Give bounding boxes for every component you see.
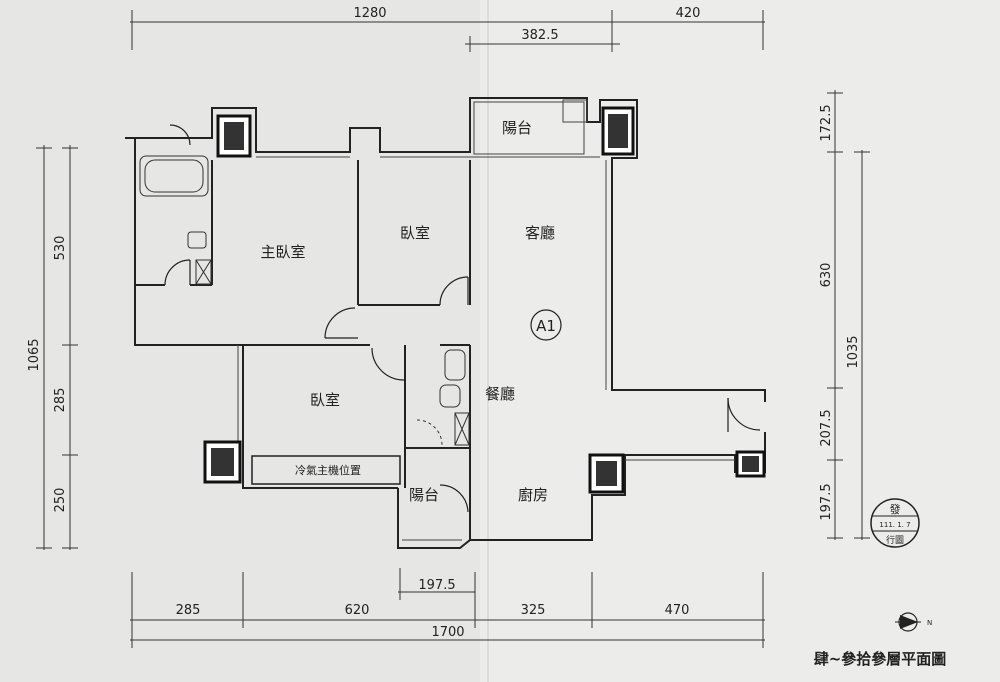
room-balcony-bottom: 陽台 bbox=[409, 486, 439, 504]
dim-bottom-285: 285 bbox=[176, 603, 201, 618]
column-fill bbox=[211, 114, 759, 486]
ac-unit-box bbox=[251, 455, 401, 485]
room-balcony-top: 陽台 bbox=[502, 119, 532, 137]
dim-right-630: 630 bbox=[819, 263, 834, 288]
stamp-top: 發 bbox=[890, 502, 901, 516]
approval-stamp bbox=[870, 498, 920, 548]
dim-top-420: 420 bbox=[676, 6, 701, 21]
dim-left-250: 250 bbox=[53, 488, 68, 513]
room-bedroom-bottom: 臥室 bbox=[310, 391, 340, 409]
stamp-date: 111. 1. 7 bbox=[879, 521, 910, 529]
dim-left-530: 530 bbox=[53, 236, 68, 261]
room-living: 客廳 bbox=[525, 224, 555, 242]
dim-right-1035: 1035 bbox=[846, 335, 861, 368]
dim-left-1065: 1065 bbox=[27, 338, 42, 371]
room-dining: 餐廳 bbox=[485, 385, 515, 403]
plan-caption: 肆~參拾參層平面圖 bbox=[814, 650, 947, 668]
room-ac-unit: 冷氣主機位置 bbox=[295, 463, 361, 477]
dim-bottom-1700: 1700 bbox=[431, 625, 464, 640]
north-arrow-icon bbox=[895, 612, 921, 632]
dim-right-197-5: 197.5 bbox=[819, 483, 834, 520]
room-bedroom-top: 臥室 bbox=[400, 224, 430, 242]
dim-left-285: 285 bbox=[53, 388, 68, 413]
dim-bottom-197-5: 197.5 bbox=[418, 578, 455, 593]
dim-bottom-470: 470 bbox=[665, 603, 690, 618]
unit-label: A1 bbox=[536, 317, 556, 335]
dimension-lines bbox=[36, 10, 870, 648]
compass-label: N bbox=[927, 619, 932, 627]
dim-bottom-620: 620 bbox=[345, 603, 370, 618]
dim-right-207-5: 207.5 bbox=[819, 409, 834, 446]
stamp-bottom: 行圖 bbox=[886, 534, 904, 546]
room-master-bedroom: 主臥室 bbox=[260, 243, 305, 261]
dim-top-1280: 1280 bbox=[353, 6, 386, 21]
dim-bottom-325: 325 bbox=[521, 603, 546, 618]
dim-top-382-5: 382.5 bbox=[521, 28, 558, 43]
door-swings bbox=[164, 124, 761, 513]
unit-label-circle bbox=[530, 309, 562, 341]
room-kitchen: 廚房 bbox=[518, 486, 548, 504]
dim-right-172-5: 172.5 bbox=[819, 104, 834, 141]
bathroom-fixtures bbox=[139, 155, 470, 446]
window-lines bbox=[237, 99, 735, 541]
